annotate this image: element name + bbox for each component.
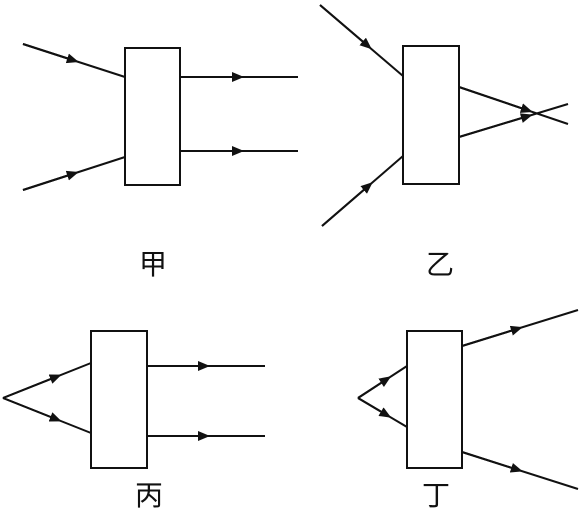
ray-arrow [22,43,79,64]
ray-arrow [461,325,523,347]
caption-bing: 丙 [134,479,164,512]
optical-box [406,330,463,469]
ray-arrow [319,4,372,50]
ray-arrow [458,86,533,113]
ray-arrow [458,113,533,138]
panel-jia [22,43,298,191]
optical-box [402,45,460,185]
ray-arrow [2,374,62,399]
ray-arrow [22,170,79,191]
caption-jia: 甲 [138,248,168,281]
ray-arrow [357,376,392,399]
ray-arrow [461,451,523,473]
panel-bing [2,330,265,469]
ray-arrow [357,397,392,418]
ray-arrow [321,182,373,227]
panel-ding [357,309,579,490]
ray-arrow [2,397,62,422]
optical-box [90,330,148,469]
panel-yi [319,4,569,227]
optical-box [124,47,181,186]
caption-yi: 乙 [425,248,455,281]
caption-ding: 丁 [421,479,451,512]
